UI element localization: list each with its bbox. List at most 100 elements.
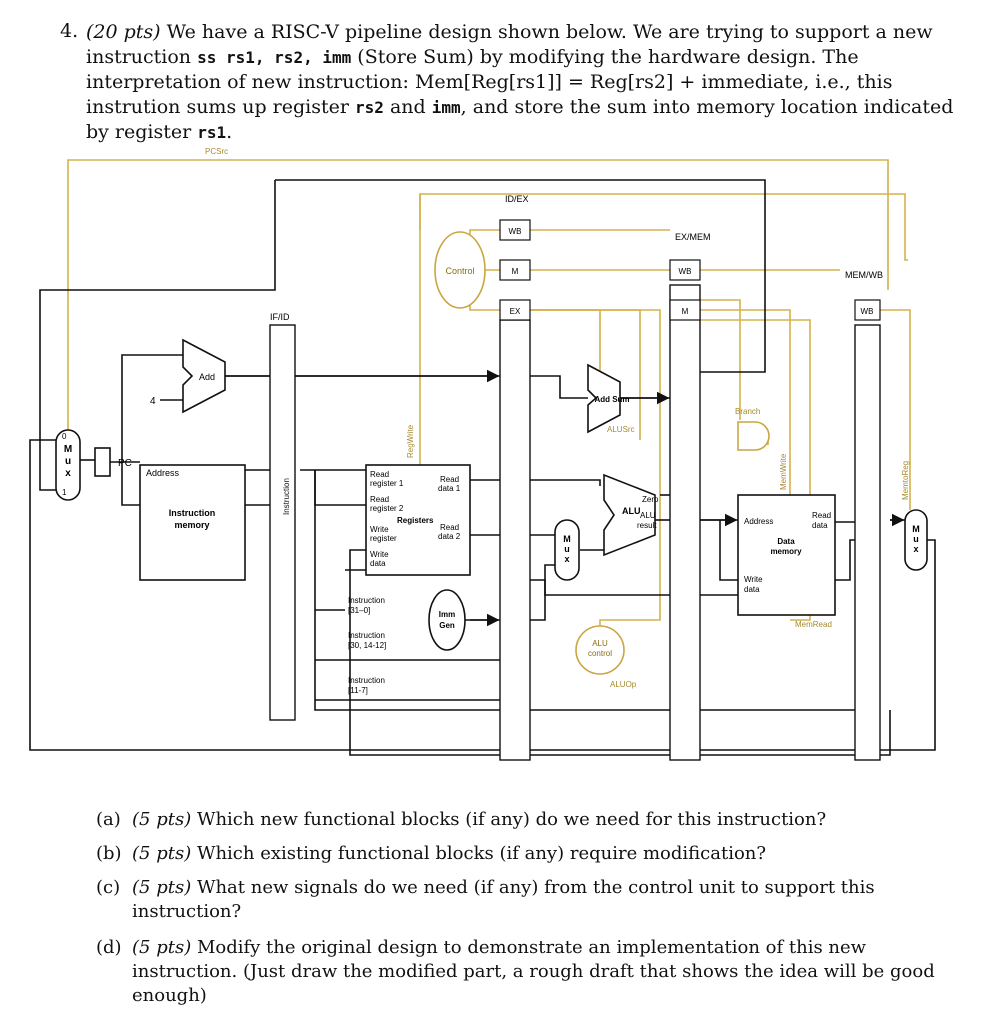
svg-text:EX: EX	[510, 307, 521, 316]
pc-adder: Add 4	[150, 338, 226, 414]
svg-text:ALUSrc: ALUSrc	[607, 425, 635, 434]
svg-text:IF/ID: IF/ID	[270, 312, 290, 322]
svg-text:PC: PC	[118, 458, 132, 469]
svg-text:Branch: Branch	[735, 407, 760, 416]
svg-text:register 2: register 2	[370, 504, 404, 513]
memtoreg-mux: M u x	[904, 509, 928, 571]
imm-gen: Imm Gen	[428, 589, 466, 651]
add-sum: Add Sum	[587, 363, 630, 434]
if-id-instruction-label: Instruction	[282, 478, 291, 515]
svg-text:ALU: ALU	[622, 506, 641, 516]
period: .	[226, 121, 233, 143]
svg-text:Read: Read	[440, 475, 459, 484]
svg-text:Instruction: Instruction	[348, 631, 385, 640]
svg-text:Instruction: Instruction	[348, 676, 385, 685]
svg-text:Add: Add	[199, 372, 215, 382]
svg-text:ALU: ALU	[640, 511, 656, 520]
svg-text:data: data	[744, 585, 760, 594]
alu-control: ALU control	[575, 625, 625, 675]
svg-text:MemtoReg: MemtoReg	[901, 461, 910, 500]
svg-text:x: x	[913, 544, 918, 554]
svg-text:M: M	[912, 524, 920, 534]
svg-text:Write: Write	[744, 575, 763, 584]
svg-text:MemWrite: MemWrite	[779, 453, 788, 490]
svg-text:register 1: register 1	[370, 479, 404, 488]
svg-text:data: data	[370, 559, 386, 568]
svg-text:Gen: Gen	[439, 621, 455, 630]
branch-and-gate	[737, 421, 770, 451]
svg-text:Zero: Zero	[642, 495, 659, 504]
svg-text:MemRead: MemRead	[795, 620, 832, 629]
alu-src-mux: M u x	[554, 519, 580, 581]
register-rs1: rs1	[197, 123, 227, 142]
svg-text:Add Sum: Add Sum	[594, 395, 629, 404]
svg-text:M: M	[512, 267, 519, 276]
svg-text:[30, 14-12]: [30, 14-12]	[348, 641, 386, 650]
svg-text:Read: Read	[370, 470, 389, 479]
svg-text:Data: Data	[777, 537, 795, 546]
question-intro-3: , and store the sum into memory location…	[86, 96, 954, 143]
svg-text:register: register	[370, 534, 397, 543]
svg-text:Write: Write	[370, 550, 389, 559]
svg-text:u: u	[913, 534, 919, 544]
svg-text:RegWrite: RegWrite	[406, 424, 415, 458]
question-number: 4.	[60, 20, 79, 42]
stage-fields: WB M EX WB M WB	[499, 219, 881, 321]
svg-text:memory: memory	[174, 520, 209, 530]
svg-text:control: control	[588, 649, 612, 658]
svg-text:result: result	[637, 521, 657, 530]
instruction-syntax: ss rs1, rs2, imm	[197, 48, 352, 67]
svg-text:ALU: ALU	[592, 639, 608, 648]
pc-register: PC	[94, 447, 132, 477]
svg-text:Read: Read	[370, 495, 389, 504]
svg-text:data 2: data 2	[438, 532, 461, 541]
register-file: Read register 1 Read register 2 Register…	[365, 464, 471, 576]
register-rs2: rs2	[355, 98, 384, 117]
svg-text:ALUOp: ALUOp	[610, 680, 637, 689]
svg-text:MEM/WB: MEM/WB	[845, 270, 883, 280]
alu: ALU ALU result Zero	[603, 473, 659, 557]
svg-text:Imm: Imm	[439, 610, 455, 619]
svg-text:Control: Control	[445, 266, 474, 276]
svg-text:Instruction: Instruction	[348, 596, 385, 605]
control-unit: Control	[434, 231, 486, 309]
instruction-fields: Instruction [31–0] Instruction [30, 14-1…	[348, 596, 386, 695]
svg-text:Write: Write	[370, 525, 389, 534]
svg-text:Address: Address	[744, 517, 773, 526]
svg-text:Read: Read	[440, 523, 459, 532]
part-c: (c)(5 pts) What new signals do we need (…	[96, 877, 875, 922]
and-word: and	[389, 96, 426, 118]
pipeline-diagram: M u x 0 1 PC Add 4 Address Instruction m…	[29, 147, 936, 761]
part-a: (a)(5 pts) Which new functional blocks (…	[96, 809, 827, 830]
part-b: (b)(5 pts) Which existing functional blo…	[96, 843, 767, 864]
question-text: (20 pts) We have a RISC-V pipeline desig…	[86, 20, 966, 145]
svg-text:Registers: Registers	[397, 516, 434, 525]
svg-text:WB: WB	[509, 227, 522, 236]
svg-text:x: x	[564, 554, 569, 564]
instruction-memory: Address Instruction memory	[139, 464, 246, 581]
control-lines	[67, 159, 911, 640]
svg-text:Read: Read	[812, 511, 831, 520]
svg-text:u: u	[564, 544, 570, 554]
svg-text:WB: WB	[861, 307, 874, 316]
svg-text:WB: WB	[679, 267, 692, 276]
data-lines	[29, 179, 936, 756]
data-memory: Address Read data Data memory Write data	[737, 494, 836, 616]
svg-text:ID/EX: ID/EX	[505, 194, 529, 204]
svg-text:M: M	[64, 444, 72, 455]
imm-word: imm	[431, 98, 461, 117]
svg-text:PCSrc: PCSrc	[205, 147, 228, 156]
svg-text:1: 1	[62, 488, 67, 497]
svg-text:0: 0	[62, 432, 67, 441]
svg-text:M: M	[682, 307, 689, 316]
svg-text:EX/MEM: EX/MEM	[675, 232, 711, 242]
part-d: (d)(5 pts) Modify the original design to…	[96, 937, 935, 1006]
svg-text:[11-7]: [11-7]	[348, 686, 368, 695]
pc-mux: M u x 0 1	[55, 429, 81, 501]
svg-text:M: M	[563, 534, 571, 544]
svg-text:memory: memory	[770, 547, 802, 556]
svg-text:u: u	[65, 456, 71, 467]
pipeline-registers: IF/ID ID/EX EX/MEM MEM/WB	[269, 194, 883, 761]
svg-text:4: 4	[150, 396, 156, 407]
svg-text:data: data	[812, 521, 828, 530]
